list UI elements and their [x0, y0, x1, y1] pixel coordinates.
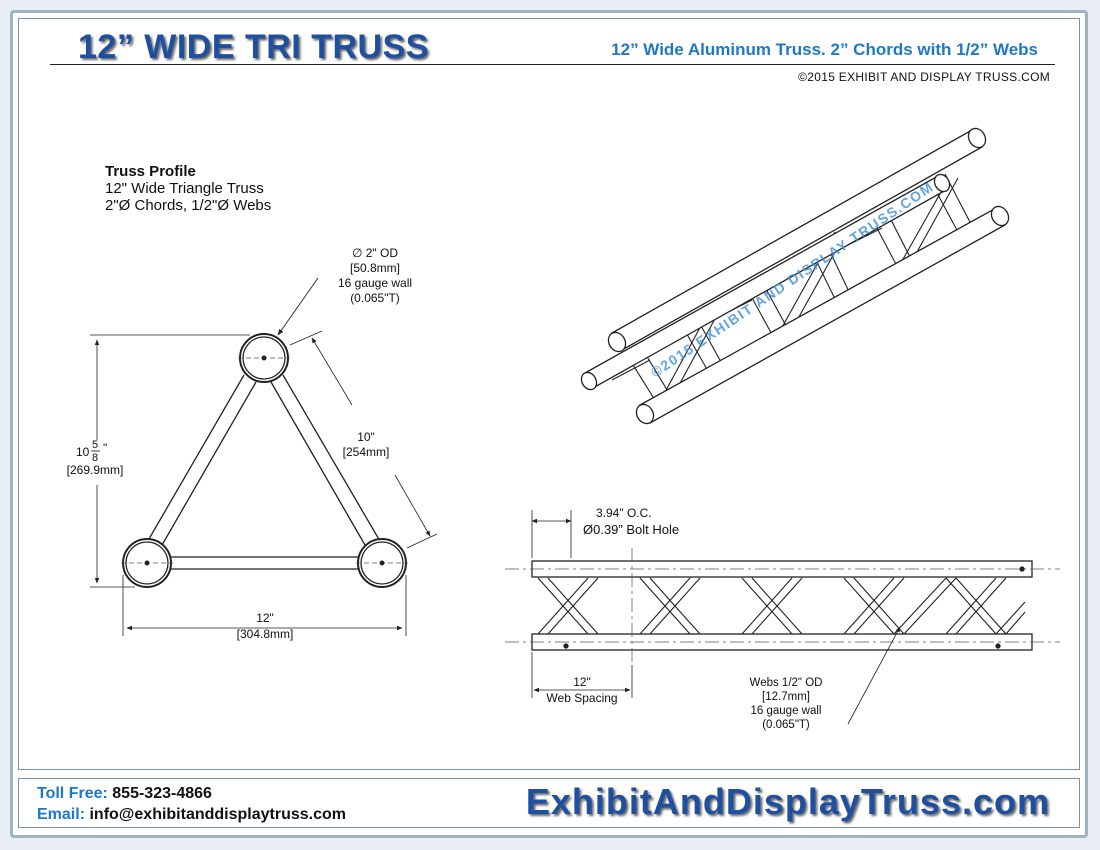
email-label: Email: [37, 806, 86, 823]
profile-label: Truss Profile 12" Wide Triangle Truss 2"… [105, 163, 271, 214]
page-subtitle: 12” Wide Aluminum Truss. 2” Chords with … [611, 40, 1038, 59]
toll-free-label: Toll Free: [37, 785, 108, 802]
footer-bar: Toll Free: 855-323-4866 Email: info@exhi… [18, 778, 1080, 828]
chord-wall-label: (0.065"T) [350, 291, 400, 305]
toll-free-line: Toll Free: 855-323-4866 [37, 785, 212, 803]
web-spacing-label: Web Spacing [546, 691, 617, 705]
profile-chords [122, 333, 407, 588]
email-link[interactable]: info@exhibitanddisplaytruss.com [89, 806, 346, 823]
side-length-label: 10" [357, 430, 375, 444]
truss-isometric-view [580, 127, 1010, 425]
profile-heading: Truss Profile [105, 163, 196, 180]
bolt-hole-label: Ø0.39” Bolt Hole [583, 522, 679, 537]
chord-od-label: ∅ 2" OD [352, 246, 398, 260]
height-dimension [90, 334, 250, 588]
width-dimension [122, 575, 407, 636]
webs-wall-label: (0.065"T) [762, 719, 810, 731]
height-inch-mark: " [103, 441, 107, 455]
height-mm-label: [269.9mm] [67, 463, 124, 477]
page-title: 12” WIDE TRI TRUSS [78, 28, 429, 66]
iso-top-chord [611, 129, 983, 351]
website-brand-link[interactable]: ExhibitAndDisplayTruss.com [525, 781, 1050, 822]
webs-gauge-label: 16 gauge wall [751, 705, 822, 717]
side-dimension [289, 330, 438, 549]
width-label: 12" [256, 611, 274, 625]
technical-drawing: ∅ 2" OD [50.8mm] 16 gauge wall (0.065"T)… [67, 127, 1060, 731]
side-centerlines [505, 548, 1060, 665]
height-denominator: 8 [92, 452, 98, 464]
webs-od-label: Webs 1/2" OD [750, 677, 823, 689]
side-webs [537, 577, 1026, 635]
truss-profile-view [90, 277, 438, 636]
height-whole: 10 [76, 445, 90, 459]
side-dimensions [531, 510, 901, 725]
bolt-spacing-label: 3.94" O.C. [596, 506, 652, 520]
webs-mm-label: [12.7mm] [762, 691, 810, 703]
profile-line-1: 12" Wide Triangle Truss [105, 180, 264, 197]
title-rule [50, 64, 1055, 65]
chord-mm-label: [50.8mm] [350, 261, 400, 275]
profile-webs [141, 374, 385, 570]
width-mm-label: [304.8mm] [237, 627, 294, 641]
web-spacing-value: 12" [573, 675, 591, 689]
email-line: Email: info@exhibitanddisplaytruss.com [37, 806, 346, 824]
chord-gauge-label: 16 gauge wall [338, 276, 412, 290]
side-mm-label: [254mm] [343, 445, 390, 459]
toll-free-number[interactable]: 855-323-4866 [112, 785, 212, 802]
copyright-notice: ©2015 EXHIBIT AND DISPLAY TRUSS.COM [798, 70, 1050, 84]
drawing-area-frame [18, 18, 1080, 770]
height-numerator: 5 [92, 439, 98, 451]
profile-line-2: 2"Ø Chords, 1/2"Ø Webs [105, 197, 272, 214]
outer-frame [10, 10, 1088, 838]
truss-side-view [505, 510, 1060, 725]
center-marks [121, 357, 408, 564]
